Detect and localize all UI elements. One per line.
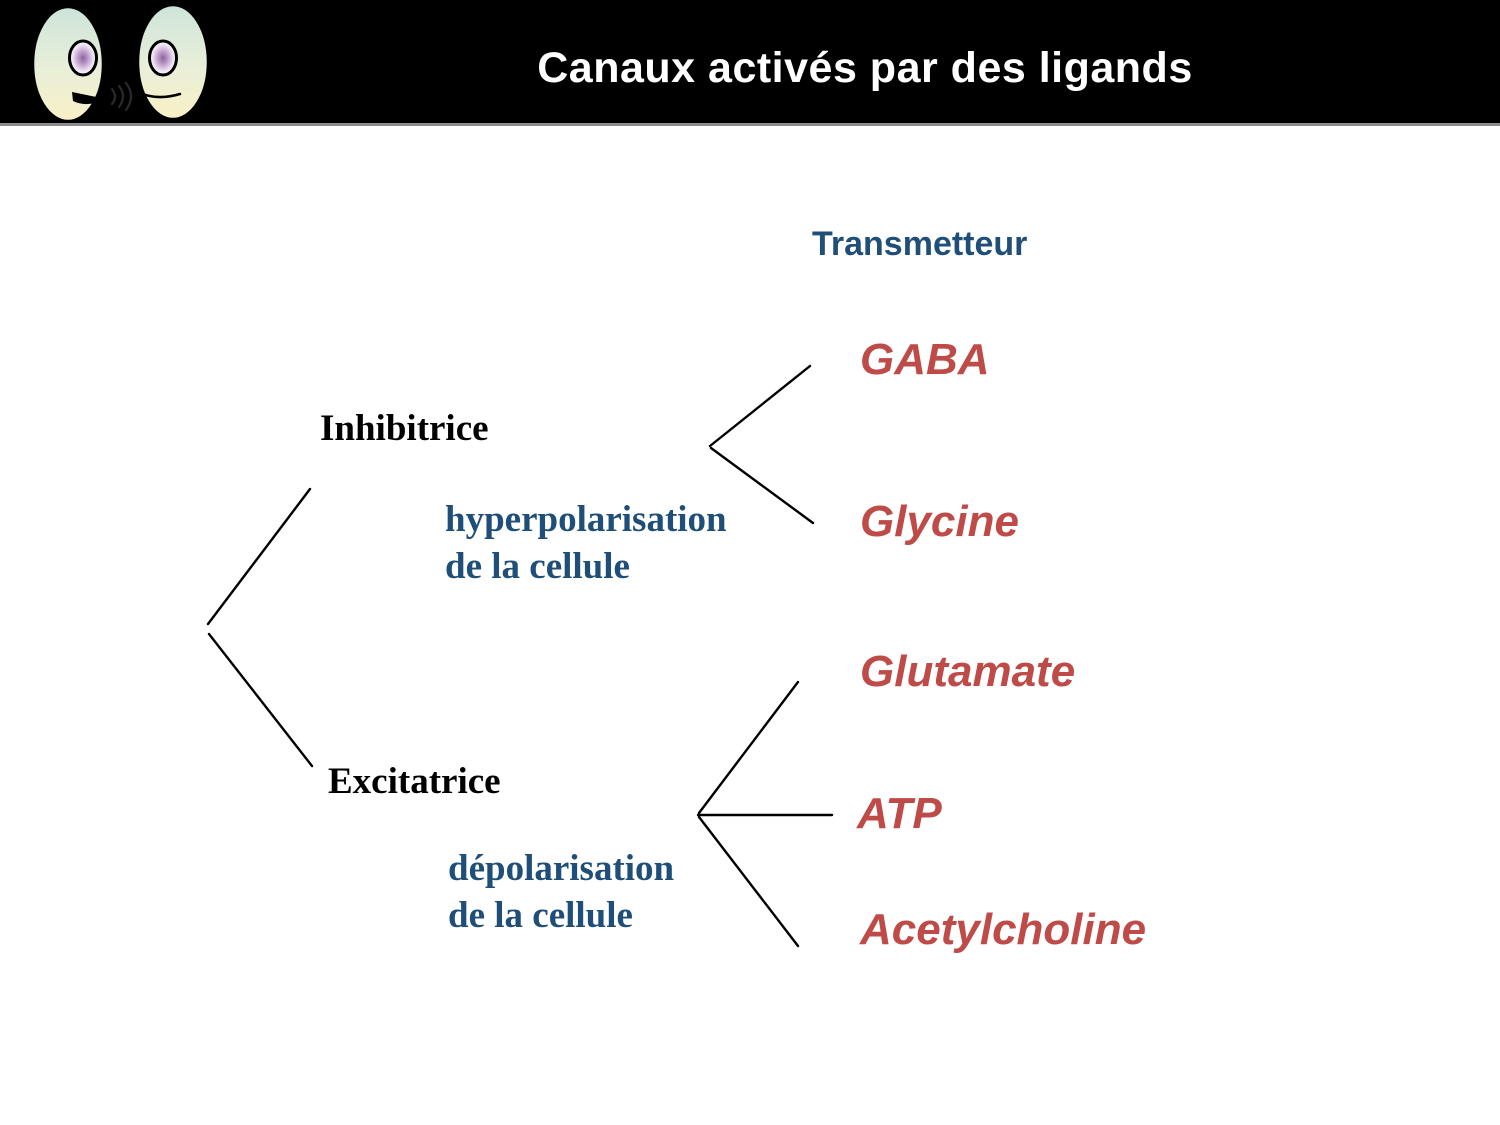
- effect-line: dépolarisation: [448, 848, 675, 889]
- effect-line: de la cellule: [448, 895, 633, 936]
- sound-wave-3: [124, 81, 133, 112]
- effect-line: de la cellule: [445, 546, 630, 587]
- transmitter-acetylcholine: Acetylcholine: [860, 905, 1147, 954]
- connector-excitatrice-to-acetylcholine: [697, 815, 800, 948]
- connector-excitatrice-to-glutamate: [697, 680, 800, 815]
- title-bar: Canaux activés par des ligands: [0, 0, 1500, 126]
- left-egg: [31, 5, 105, 123]
- talking-eggs-logo-icon: [31, 3, 210, 123]
- connector-root-to-inhibitrice: [206, 487, 312, 626]
- branch-label-excitatrice: Excitatrice: [328, 761, 501, 802]
- left-eye: [68, 39, 98, 77]
- effect-depolarisation: dépolarisation de la cellule: [448, 845, 674, 939]
- sound-wave-1: [110, 87, 117, 106]
- transmitter-glutamate: Glutamate: [860, 647, 1076, 696]
- effect-line: hyperpolarisation: [445, 499, 727, 540]
- effect-hyperpolarisation: hyperpolarisation de la cellule: [445, 496, 727, 590]
- beak: [72, 92, 106, 105]
- connector-inhibitrice-to-gaba: [708, 364, 812, 448]
- page-title: Canaux activés par des ligands: [537, 44, 1193, 92]
- branch-label-inhibitrice: Inhibitrice: [320, 408, 489, 449]
- transmitter-atp: ATP: [857, 789, 942, 838]
- right-mouth: [136, 90, 182, 99]
- sound-wave-2: [117, 84, 125, 109]
- column-header-transmetteur: Transmetteur: [812, 225, 1028, 263]
- transmitter-gaba: GABA: [860, 335, 990, 384]
- right-eye: [148, 39, 178, 77]
- connector-root-to-excitatrice: [207, 632, 314, 768]
- transmitter-glycine: Glycine: [860, 497, 1019, 546]
